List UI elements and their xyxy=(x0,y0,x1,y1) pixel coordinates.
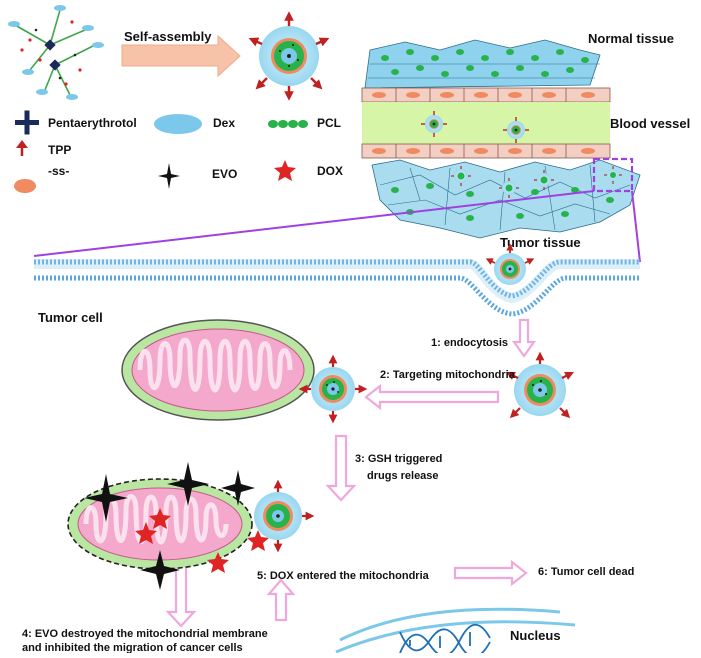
legend-dex-label: Dex xyxy=(213,116,235,130)
mitochondrion-intact xyxy=(121,319,315,421)
self-assembly-label: Self-assembly xyxy=(124,29,212,44)
legend-evo-label: EVO xyxy=(212,167,237,181)
legend: Pentaerythrotol Dex PCL TPP EVO DOX -ss- xyxy=(14,110,343,193)
legend-pcl-icon xyxy=(268,120,308,128)
polymer-building-blocks xyxy=(8,5,104,100)
nanoparticle-vessel-2 xyxy=(503,117,529,143)
step-5-label: 5: DOX entered the mitochondria xyxy=(257,570,430,582)
normal-tissue-label: Normal tissue xyxy=(588,31,674,46)
legend-ss-icon xyxy=(14,179,36,193)
legend-tpp-label: TPP xyxy=(48,143,71,157)
step-1-label: 1: endocytosis xyxy=(431,337,508,349)
legend-pcl-label: PCL xyxy=(317,116,341,130)
endothelium-bottom xyxy=(361,143,611,159)
tumor-tissue xyxy=(371,159,641,239)
mitochondrion-damaged xyxy=(67,462,269,590)
legend-ss-label: -ss- xyxy=(48,164,69,178)
legend-pentaerythrotol-icon xyxy=(15,110,39,135)
step-3-label-line1: 3: GSH triggered xyxy=(355,453,442,465)
step-3-label-line2: drugs release xyxy=(367,470,439,482)
legend-pentaerythrotol-label: Pentaerythrotol xyxy=(48,116,137,130)
legend-dox-label: DOX xyxy=(317,164,343,178)
step-2-label: 2: Targeting mitochondria xyxy=(380,369,516,381)
blood-vessel xyxy=(362,102,610,144)
self-assembly-arrow xyxy=(121,34,241,78)
nanoparticle-targeting xyxy=(298,354,368,424)
nanoparticle-endocytosis xyxy=(485,243,535,285)
cell-membrane xyxy=(34,259,640,317)
tumor-tissue-label: Tumor tissue xyxy=(500,235,581,250)
legend-tpp-icon xyxy=(16,140,28,156)
nucleus-label: Nucleus xyxy=(510,628,561,643)
process-arrows xyxy=(165,318,537,628)
nanoparticle-vessel-1 xyxy=(421,111,447,137)
legend-dex-icon xyxy=(154,114,202,134)
step-4-label-line2: and inhibited the migration of cancer ce… xyxy=(22,642,243,653)
blood-vessel-label: Blood vessel xyxy=(610,116,690,131)
zoom-highlight-box xyxy=(33,157,641,263)
nanoparticle-internalized xyxy=(506,351,574,419)
legend-evo-icon xyxy=(158,163,180,189)
step-4-label-line1: 4: EVO destroyed the mitochondrial membr… xyxy=(22,628,268,640)
normal-tissue xyxy=(364,39,601,89)
step-6-label: 6: Tumor cell dead xyxy=(538,566,634,578)
nanoparticle-large xyxy=(248,11,330,101)
endothelium-top xyxy=(361,87,611,103)
nanoparticle-release xyxy=(254,479,315,553)
tumor-cell-label: Tumor cell xyxy=(38,310,103,325)
legend-dox-icon xyxy=(274,160,296,181)
